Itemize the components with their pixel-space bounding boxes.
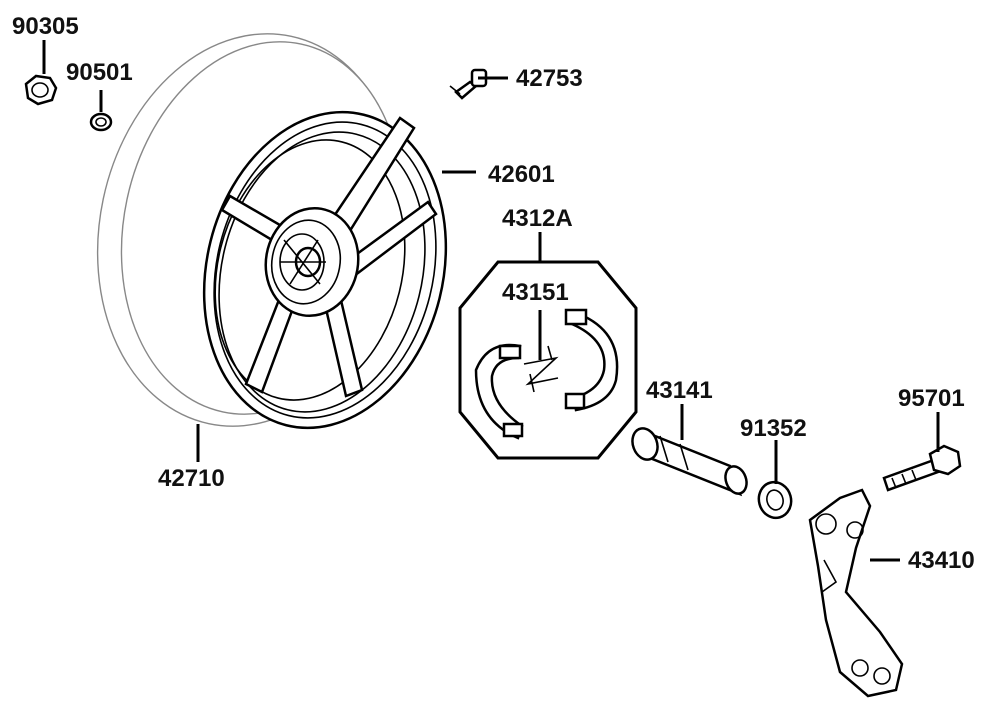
- label-42601: 42601: [488, 161, 555, 188]
- leader-lines: [42, 40, 940, 562]
- bolt-95701: [882, 444, 962, 492]
- label-90501: 90501: [66, 59, 133, 86]
- brake-arm-43410: [808, 488, 904, 698]
- label-95701: 95701: [898, 385, 965, 412]
- brake-cam-43141: [631, 427, 748, 497]
- label-43141: 43141: [646, 377, 713, 404]
- label-43410: 43410: [908, 547, 975, 574]
- label-43151: 43151: [502, 279, 569, 306]
- seal-91352: [757, 480, 793, 520]
- brake-shoe-set-4312A: [458, 260, 638, 460]
- label-91352: 91352: [740, 415, 807, 442]
- valve-42753: [449, 68, 488, 100]
- label-90305: 90305: [12, 13, 79, 40]
- rim-42601: [202, 110, 448, 430]
- label-4312A: 4312A: [502, 205, 573, 232]
- label-42710: 42710: [158, 465, 225, 492]
- label-42753: 42753: [516, 65, 583, 92]
- nut-90305: [24, 74, 58, 106]
- part-labels: 90305 90501 42753 42601 4312A 43151 4314…: [12, 13, 975, 574]
- washer-90501: [89, 112, 113, 132]
